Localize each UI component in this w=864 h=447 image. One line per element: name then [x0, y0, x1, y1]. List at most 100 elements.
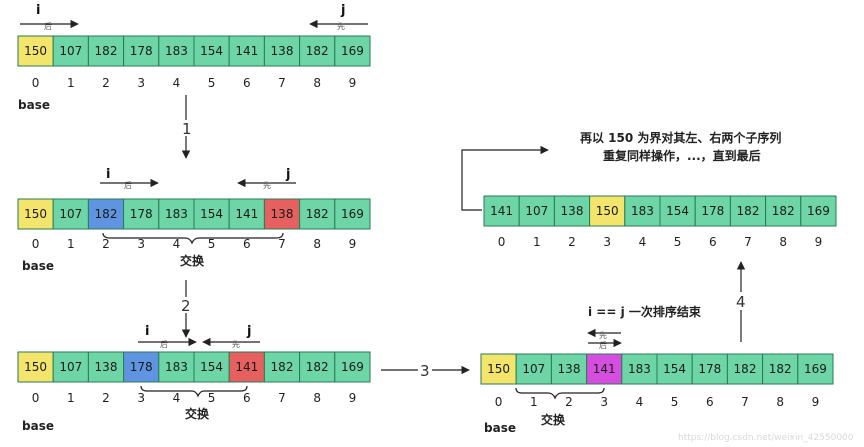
array-cell-value: 178 — [130, 44, 153, 58]
array-cell-value: 138 — [561, 204, 584, 218]
array-cell — [299, 198, 336, 230]
pointer-i-label: i — [36, 3, 40, 18]
array-cell-value: 183 — [165, 360, 188, 374]
swap-label: 交换 — [541, 412, 566, 427]
array-index: 0 — [32, 76, 40, 90]
array-cell-value: 178 — [130, 360, 153, 374]
array-cell — [87, 198, 125, 230]
i-arrow-text: 后 — [160, 339, 168, 349]
swap-label: 交换 — [185, 406, 210, 421]
j-arrow-text: 先 — [337, 21, 345, 31]
array-cell — [123, 351, 160, 383]
j-arrow-text: 先 — [263, 180, 271, 190]
array-cell-value: 169 — [341, 207, 364, 221]
pointer-i-label: i — [106, 167, 110, 182]
array-cell — [52, 198, 89, 230]
array-cell-value: 141 — [235, 207, 258, 221]
base-label: base — [22, 419, 54, 433]
array-index: 1 — [67, 76, 75, 90]
base-label: base — [484, 421, 516, 435]
array-cell — [659, 195, 696, 227]
array-index: 6 — [243, 76, 251, 90]
array-cell-value: 141 — [490, 204, 513, 218]
array-index: 8 — [313, 237, 321, 251]
array-index: 8 — [776, 395, 784, 409]
array-cell-value: 107 — [522, 362, 545, 376]
array-index: 5 — [208, 76, 216, 90]
array-cell-value: 178 — [698, 362, 721, 376]
i-arrow-text: 后 — [44, 21, 52, 31]
array-index: 0 — [498, 235, 506, 249]
array-index: 7 — [278, 391, 286, 405]
i-arrow-text: 后 — [124, 180, 132, 190]
swap-label: 交换 — [180, 253, 205, 268]
array-cell — [765, 195, 802, 227]
array-cell-value: 182 — [734, 362, 757, 376]
array-cell-value: 107 — [59, 207, 82, 221]
pointer-j-label: j — [246, 324, 251, 339]
base-label: base — [18, 98, 50, 112]
array-index: 9 — [349, 391, 357, 405]
array-index: 0 — [495, 395, 503, 409]
array-cell-value: 183 — [165, 207, 188, 221]
array-cell — [299, 35, 336, 67]
array-cell — [334, 35, 371, 67]
array-cell — [726, 353, 764, 385]
array-cell — [800, 195, 837, 227]
array-index: 5 — [208, 237, 216, 251]
array-index: 8 — [313, 76, 321, 90]
array-index: 3 — [137, 391, 145, 405]
array-cell-value: 107 — [525, 204, 548, 218]
array-cell-value: 150 — [487, 362, 510, 376]
array-cell — [228, 351, 265, 383]
array-cell-value: 178 — [130, 207, 153, 221]
array-index: 8 — [313, 391, 321, 405]
array-index: 2 — [565, 395, 573, 409]
array-cell — [123, 198, 160, 230]
array-cell — [228, 198, 265, 230]
array-cell-value: 183 — [628, 362, 651, 376]
array-cell-value: 169 — [341, 360, 364, 374]
array-cell — [515, 353, 552, 385]
array-cell-value: 182 — [306, 360, 329, 374]
array-index: 2 — [102, 76, 110, 90]
array-index: 2 — [102, 237, 110, 251]
array-index: 9 — [349, 237, 357, 251]
array-index: 9 — [349, 76, 357, 90]
array-index: 8 — [779, 235, 787, 249]
array-index: 6 — [243, 391, 251, 405]
array-cell-value: 183 — [165, 44, 188, 58]
array-cell — [589, 195, 626, 227]
array-index: 3 — [600, 395, 608, 409]
array-cell-value: 150 — [24, 44, 47, 58]
array-cell-value: 154 — [663, 362, 686, 376]
array-cell — [797, 353, 834, 385]
array-cell-value: 141 — [235, 44, 258, 58]
recursion-note-line-1: 再以 150 为界对其左、右两个子序列 — [580, 130, 781, 145]
array-index: 7 — [278, 76, 286, 90]
array-index: 2 — [568, 235, 576, 249]
array-cell-value: 178 — [701, 204, 724, 218]
array-cell-value: 150 — [596, 204, 619, 218]
array-index: 3 — [603, 235, 611, 249]
j-arrow-text: 先 — [599, 330, 607, 340]
array-cell — [729, 195, 767, 227]
array-cell-value: 107 — [59, 360, 82, 374]
array-cell-value: 183 — [631, 204, 654, 218]
recurse-loop-arrow — [461, 145, 549, 211]
array-cell — [17, 351, 54, 383]
array-cell — [158, 351, 195, 383]
array-index: 6 — [709, 235, 717, 249]
array-cell — [586, 353, 623, 385]
array-cell-value: 150 — [24, 207, 47, 221]
array-cell-value: 154 — [666, 204, 689, 218]
array-cell-value: 182 — [306, 207, 329, 221]
array-cell-value: 169 — [804, 362, 827, 376]
array-cell — [87, 35, 125, 67]
array-index: 7 — [744, 235, 752, 249]
array-index: 9 — [815, 235, 823, 249]
array-cell — [123, 35, 160, 67]
array-cell-value: 169 — [341, 44, 364, 58]
